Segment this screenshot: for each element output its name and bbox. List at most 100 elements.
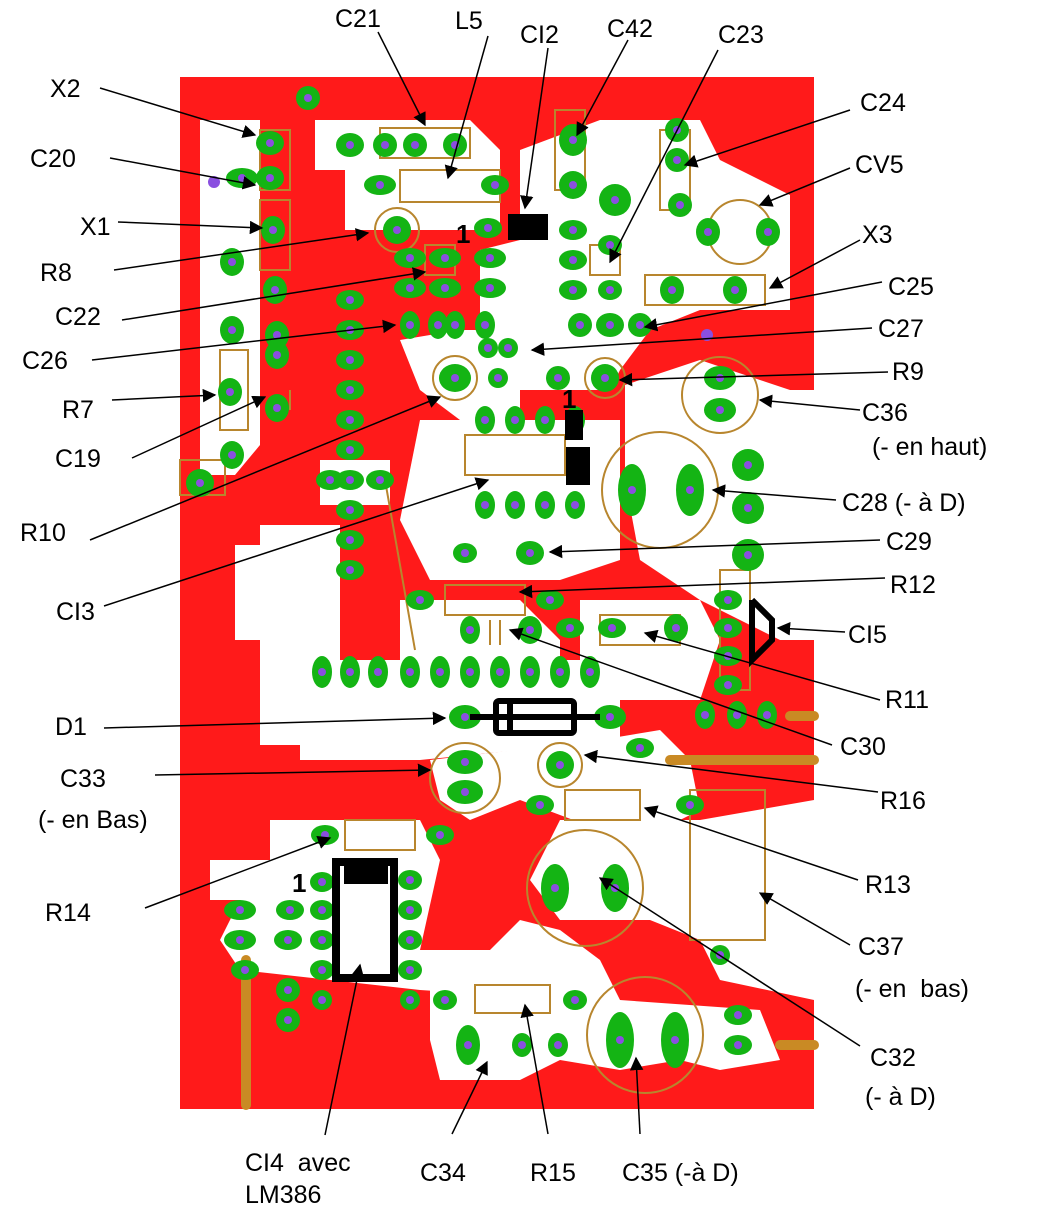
drill-hole <box>576 321 584 329</box>
drill-hole <box>486 254 494 262</box>
drill-hole <box>606 241 614 249</box>
drill-hole <box>238 174 246 182</box>
drill-hole <box>273 404 281 412</box>
drill-hole <box>511 501 519 509</box>
drill-hole <box>724 596 732 604</box>
drill-hole <box>284 936 292 944</box>
drill-hole <box>466 626 474 634</box>
drill-hole <box>318 668 326 676</box>
label-c32-note: (- à D) <box>865 1083 936 1111</box>
leader-line <box>99 87 257 138</box>
drill-hole <box>346 416 354 424</box>
drill-hole <box>436 831 444 839</box>
drill-hole <box>451 321 459 329</box>
drill-hole <box>441 254 449 262</box>
drill-hole <box>381 141 389 149</box>
drill-hole <box>551 884 559 892</box>
drill-hole <box>406 876 414 884</box>
leader-line <box>131 395 267 459</box>
leader-line <box>643 281 883 332</box>
drill-hole <box>374 668 382 676</box>
drill-hole <box>481 501 489 509</box>
drill-hole <box>571 501 579 509</box>
drill-hole <box>406 996 414 1004</box>
drill-hole <box>481 416 489 424</box>
drill-hole <box>676 201 684 209</box>
leader-line <box>583 749 879 793</box>
drill-hole <box>554 1041 562 1049</box>
drill-hole <box>266 139 274 147</box>
leader-line <box>324 963 365 1136</box>
leader-line <box>711 484 837 501</box>
drill-hole <box>461 758 469 766</box>
drill-hole <box>686 801 694 809</box>
drill-hole <box>526 549 534 557</box>
drill-hole <box>406 906 414 914</box>
label-r11: R11 <box>885 686 930 714</box>
drill-hole <box>541 416 549 424</box>
drill-hole <box>326 476 334 484</box>
leader-line <box>91 319 397 361</box>
drill-hole <box>196 479 204 487</box>
drill-hole <box>228 326 236 334</box>
leader-lines <box>89 31 889 1136</box>
drill-hole <box>504 344 512 352</box>
drill-hole <box>228 258 236 266</box>
drill-hole <box>608 624 616 632</box>
leader-line <box>103 477 490 607</box>
drill-hole <box>486 284 494 292</box>
label-x3: X3 <box>862 221 893 249</box>
drill-hole <box>321 831 329 839</box>
drill-hole <box>461 549 469 557</box>
pin1-mark: 1 <box>292 868 306 898</box>
label-c25: C25 <box>888 273 934 301</box>
label-ci2: CI2 <box>520 21 559 49</box>
drill-hole <box>416 596 424 604</box>
drill-hole <box>744 461 752 469</box>
orange-traces <box>241 711 819 1110</box>
drill-hole <box>686 486 694 494</box>
drill-hole <box>304 94 312 102</box>
drill-hole <box>376 181 384 189</box>
label-c35: C35 (-à D) <box>622 1159 739 1187</box>
drill-hole <box>636 321 644 329</box>
leader-line <box>451 1060 488 1135</box>
leader-line <box>768 239 861 289</box>
drill-hole <box>346 141 354 149</box>
label-c20: C20 <box>30 145 76 173</box>
drill-hole <box>606 321 614 329</box>
drill-hole <box>616 1036 624 1044</box>
drill-hole <box>518 1041 526 1049</box>
drill-hole <box>346 566 354 574</box>
label-c21: C21 <box>335 5 381 33</box>
label-r16: R16 <box>880 787 926 815</box>
leader-line <box>598 877 861 1047</box>
label-ci3: CI3 <box>56 598 95 626</box>
drill-hole <box>569 286 577 294</box>
leader-line <box>444 35 489 180</box>
drill-hole <box>271 286 279 294</box>
drill-hole <box>566 624 574 632</box>
drill-hole <box>536 801 544 809</box>
label-c36-note: (- en haut) <box>872 433 988 461</box>
drill-hole <box>284 1016 292 1024</box>
label-c32: C32 <box>870 1044 916 1072</box>
label-r14: R14 <box>45 899 91 927</box>
label-c19: C19 <box>55 445 101 473</box>
leader-line <box>758 892 851 946</box>
leader-line <box>89 395 442 541</box>
label-c34: C34 <box>420 1159 466 1187</box>
drill-hole <box>346 506 354 514</box>
label-c26: C26 <box>22 347 68 375</box>
drill-hole <box>494 374 502 382</box>
drill-hole <box>484 344 492 352</box>
label-cv5: CV5 <box>855 151 904 179</box>
drill-hole <box>731 286 739 294</box>
drill-hole <box>436 668 444 676</box>
drill-hole <box>411 141 419 149</box>
drill-hole <box>318 996 326 1004</box>
label-x1: X1 <box>80 213 111 241</box>
ic-markers <box>332 214 775 982</box>
drill-hole <box>481 321 489 329</box>
